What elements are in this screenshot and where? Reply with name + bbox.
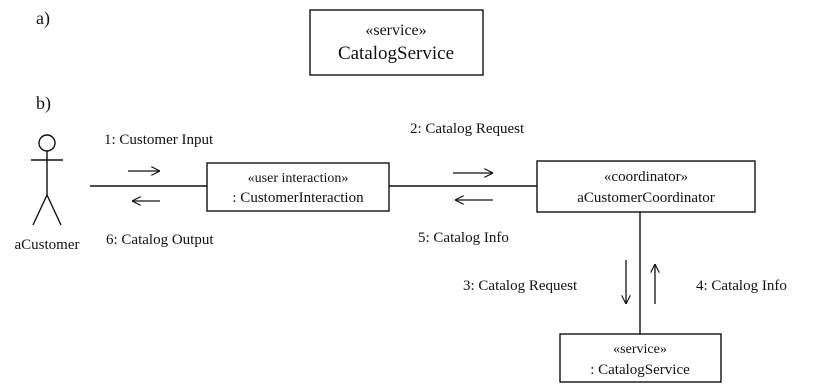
message-6-label: 6: Catalog Output bbox=[106, 232, 214, 248]
actor-stick-figure bbox=[31, 134, 63, 226]
service-stereotype: «service» bbox=[365, 22, 426, 39]
message-4-label: 4: Catalog Info bbox=[696, 278, 787, 294]
catalog-service-stereotype: «service» bbox=[613, 342, 667, 357]
catalog-service-object: «service» : CatalogService bbox=[559, 333, 722, 383]
message-2-label: 2: Catalog Request bbox=[410, 121, 525, 137]
customer-interaction-name: : CustomerInteraction bbox=[232, 190, 364, 206]
customer-interaction-object: «user interaction» : CustomerInteraction bbox=[206, 162, 390, 212]
part-b-label: b) bbox=[36, 93, 51, 114]
actor-head bbox=[38, 134, 56, 152]
catalog-service-name: : CatalogService bbox=[590, 362, 690, 378]
coordinator-object: «coordinator» aCustomerCoordinator bbox=[536, 160, 756, 213]
message-1-label: 1: Customer Input bbox=[104, 132, 214, 148]
message-3-label: 3: Catalog Request bbox=[463, 278, 578, 294]
coordinator-stereotype: «coordinator» bbox=[604, 169, 688, 185]
message-5-label: 5: Catalog Info bbox=[418, 230, 509, 246]
service-name: CatalogService bbox=[338, 43, 454, 64]
part-a-label: a) bbox=[36, 8, 50, 29]
actor-name: aCustomer bbox=[15, 237, 80, 253]
actor-right-leg bbox=[46, 194, 62, 226]
coordinator-name: aCustomerCoordinator bbox=[577, 190, 714, 206]
service-class-box: «service» CatalogService bbox=[309, 9, 484, 76]
actor-left-leg bbox=[32, 194, 48, 226]
customer-interaction-stereotype: «user interaction» bbox=[248, 171, 349, 186]
